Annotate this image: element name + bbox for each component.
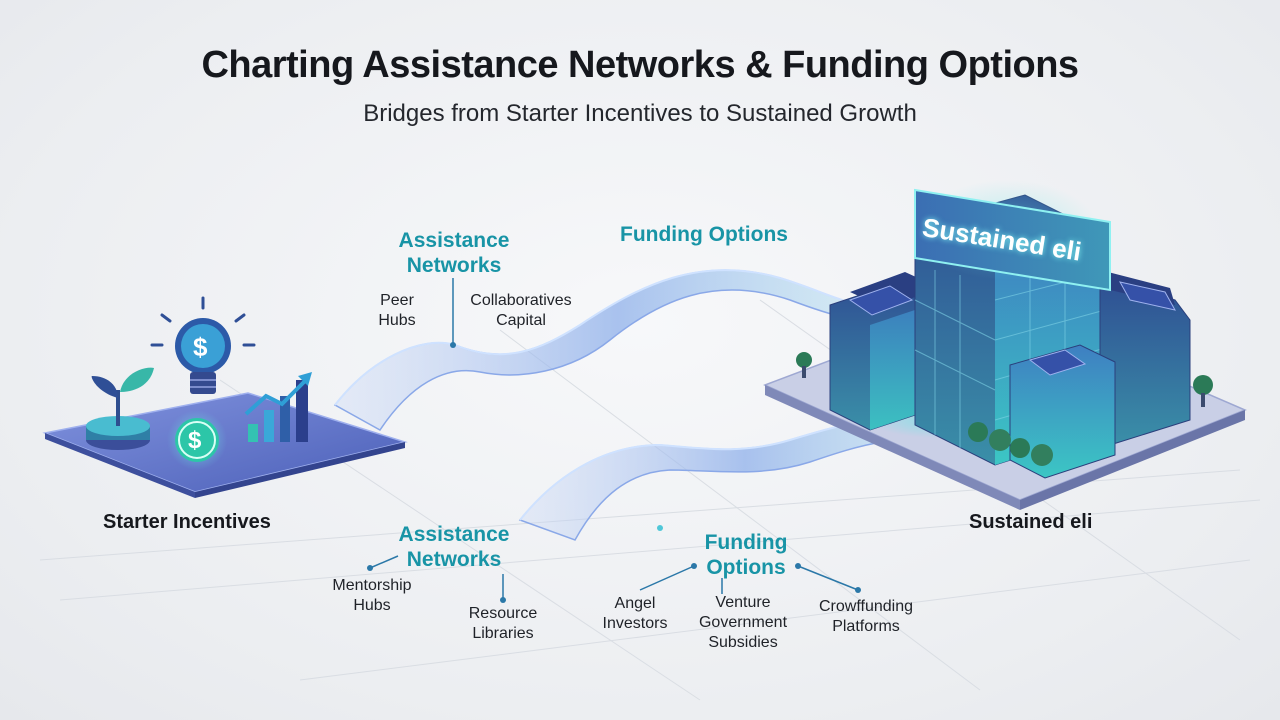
connector-dot [367,565,373,571]
title-line: Assistance [398,229,510,252]
venture-subsidies-label: Venture Government Subsidies [688,593,798,653]
connector-dot [657,525,663,531]
label-line: Subsidies [708,634,778,651]
dollar-coin-icon [167,410,227,470]
page-subtitle: Bridges from Starter Incentives to Susta… [363,100,917,127]
label-line: Collaboratives [470,292,572,309]
label-line: Capital [496,312,546,329]
connector-dot [450,342,456,348]
resource-libraries-label: Resource Libraries [460,604,546,644]
title-line: Options [706,556,786,579]
label-line: Hubs [353,597,391,614]
building-sign [914,180,1111,292]
title-line: Assistance [398,523,510,546]
lightbulb-dollar-symbol: $ [193,332,208,362]
angel-investors-label: Angel Investors [595,594,675,634]
label-line: Angel [614,595,656,612]
crowdfunding-platforms-label: Crowffunding Platforms [805,597,927,637]
lower-assistance-networks-title: Assistance Networks [390,522,518,572]
mentorship-hubs-label: Mentorship Hubs [322,576,422,616]
label-line: Resource [468,605,538,622]
upper-funding-options-title: Funding Options [620,223,788,246]
lower-funding-options-title: Funding Options [694,530,798,580]
label-line: Platforms [832,618,900,635]
starter-incentives-label: Starter Incentives [103,511,271,533]
label-line: Crowffunding [819,598,913,615]
coin-dollar-symbol: $ [188,427,202,454]
trees-icon [796,352,1213,466]
label-line: Libraries [472,625,534,642]
connector-dot [500,597,506,603]
title-line: Funding [704,531,788,554]
label-line: Peer [380,292,414,309]
label-line: Government [698,614,788,631]
connector-dot [691,563,697,569]
lower-connectors [369,555,859,600]
label-line: Investors [602,615,668,632]
growth-chart-icon [244,372,312,442]
page-title: Charting Assistance Networks & Funding O… [201,44,1079,86]
title-line: Networks [406,548,502,571]
connector-dot [855,587,861,593]
label-line: Mentorship [332,577,412,594]
connector-dot [795,563,801,569]
label-line: Hubs [378,312,416,329]
collaboratives-capital-label: Collaboratives Capital [460,291,582,331]
title-line: Networks [406,254,502,277]
sustained-label: Sustained eli [969,511,1093,533]
label-line: Venture [715,594,771,611]
plant-icon [86,367,154,450]
peer-hubs-label: Peer Hubs [368,291,426,331]
upper-assistance-networks-title: Assistance Networks [390,228,518,278]
lightbulb-icon [150,296,256,394]
